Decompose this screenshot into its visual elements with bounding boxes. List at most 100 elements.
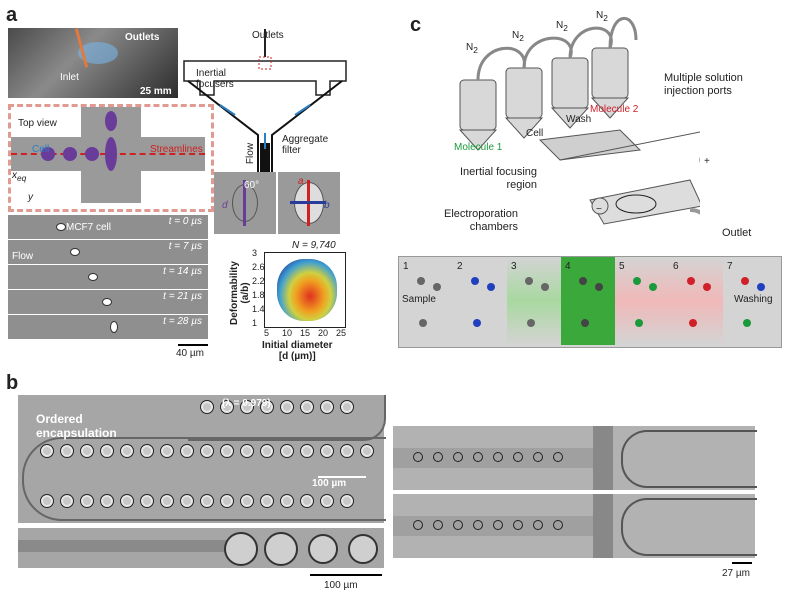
n2-label-4: N2: [596, 10, 608, 24]
aggregate-filter-label: Aggregate filter: [282, 134, 329, 156]
x-eq-symbol: x: [12, 170, 17, 181]
panel-label-a: a: [6, 4, 18, 26]
panel-label-c: c: [410, 14, 422, 36]
n2-symbol: N: [512, 30, 520, 41]
chamber-4: 4: [561, 257, 616, 345]
ellipse-b-label: b: [324, 200, 330, 211]
n2-symbol: N: [596, 10, 604, 21]
flow-label: Flow: [12, 251, 34, 262]
top-view-box: [8, 104, 214, 212]
cell-ellipse-deformed: [278, 172, 340, 234]
outlets-photo-label: Outlets: [125, 32, 160, 43]
n2-subscript: 2: [473, 45, 478, 55]
n2-subscript: 2: [563, 23, 568, 33]
timelapse-strips: t = 0 µs t = 7 µs t = 14 µs t = 21 µs t …: [8, 215, 208, 340]
scale-b2-label: 100 µm: [324, 580, 358, 591]
wash-label: Wash: [566, 114, 592, 125]
chamber-7: 7: [723, 257, 781, 345]
top-view-label: Top view: [18, 118, 57, 129]
cell-ellipse-undeformed: [214, 172, 276, 234]
angle-label: 60°: [244, 180, 260, 191]
ytick: 3: [252, 248, 258, 258]
ellipse-d-label: d: [222, 200, 228, 211]
washing-label: Washing: [734, 294, 773, 305]
n-count-label: N = 9,740: [292, 240, 336, 251]
cell-sphere: [63, 147, 77, 161]
plus-label: +: [704, 156, 710, 167]
xtick: 25: [336, 328, 347, 338]
x-axis-title: Initial diameter [d (µm)]: [262, 340, 333, 362]
time-0: t = 0 µs: [168, 216, 202, 227]
n2-subscript: 2: [603, 13, 608, 23]
ordered-encapsulation-label: Ordered encapsulation: [36, 412, 117, 440]
scale-bar-b2: [310, 574, 382, 576]
droplet-micrograph-bottom: [393, 494, 757, 558]
ytick: 2.2: [252, 276, 265, 286]
outlets-chip-label: Outlets: [252, 30, 284, 41]
chamber-5: 5: [615, 257, 670, 345]
injection-ports-label: Multiple solution injection ports: [664, 72, 743, 97]
panel-label-b: b: [6, 372, 19, 394]
n2-symbol: N: [556, 20, 564, 31]
inlet-photo-label: Inlet: [60, 72, 79, 83]
n2-label-2: N2: [512, 30, 524, 44]
scale-bar-a: [178, 344, 208, 346]
time-7: t = 7 µs: [168, 241, 202, 252]
inlet-reservoir: [78, 42, 118, 64]
device-schematic: [458, 17, 700, 225]
y-axis-title: Deformability (a/b): [228, 261, 251, 325]
chamber-3: 3: [507, 257, 562, 345]
chamber-6: 6: [669, 257, 724, 345]
ytick: 1: [252, 318, 258, 328]
ytick: 1.8: [252, 290, 265, 300]
n2-label-1: N2: [466, 42, 478, 56]
droplet-row-bottom: [40, 494, 370, 508]
scale-b1-label: 100 µm: [312, 478, 347, 489]
time-21: t = 21 µs: [163, 291, 202, 302]
ytick: 2.6: [252, 262, 265, 272]
lambda-label: (λ = 0.979): [222, 398, 271, 409]
electroporation-label: Electroporation chambers: [444, 208, 518, 233]
scale-bar-b3: [732, 562, 752, 564]
cell-sphere: [41, 147, 55, 161]
molecule1-label: Molecule 1: [454, 142, 503, 153]
scale-bar-b1: [318, 476, 366, 478]
outlet-label: Outlet: [722, 227, 752, 239]
ytick: 1.4: [252, 304, 265, 314]
chip-schematic: [183, 29, 347, 185]
molecule2-label: Molecule 2: [590, 104, 639, 115]
photo-scale-label: 25 mm: [140, 86, 172, 97]
droplet-row-inlet: [200, 400, 370, 414]
xtick: 20: [318, 328, 329, 338]
n2-symbol: N: [466, 42, 474, 53]
x-eq-subscript: eq: [17, 173, 27, 183]
inertial-focusers-label: Inertial focusers: [196, 68, 234, 90]
cell-sphere: [85, 147, 99, 161]
cell-sphere: [105, 111, 117, 131]
n2-subscript: 2: [519, 33, 524, 43]
sample-label: Sample: [402, 294, 436, 305]
time-28: t = 28 µs: [163, 316, 202, 327]
scale-b3-label: 27 µm: [722, 568, 750, 579]
channel-micrograph-2: [18, 528, 384, 568]
ellipse-a-label: a: [298, 176, 304, 187]
scale-a-label: 40 µm: [176, 348, 204, 359]
density-plot: [264, 252, 346, 328]
xtick: 5: [264, 328, 270, 338]
droplet-micrograph-top: [393, 426, 757, 490]
cell-label: Cell: [32, 144, 50, 155]
device-photo: [8, 28, 178, 98]
xtick: 15: [300, 328, 311, 338]
chamber-1: 1: [399, 257, 454, 345]
n2-label-3: N2: [556, 20, 568, 34]
density-cloud: [277, 259, 337, 321]
stretched-cell: [105, 137, 117, 171]
chamber-2: 2: [453, 257, 508, 345]
inertial-region-label: Inertial focusing region: [460, 166, 538, 191]
minus-label: −: [596, 204, 602, 215]
y-axis-label: y: [28, 192, 33, 203]
chamber-strip: 1 2 3 4 5 6 7: [398, 256, 782, 348]
streamlines-label: Streamlines: [150, 144, 203, 155]
time-14: t = 14 µs: [163, 266, 202, 277]
x-eq-label: xeq: [12, 170, 26, 184]
